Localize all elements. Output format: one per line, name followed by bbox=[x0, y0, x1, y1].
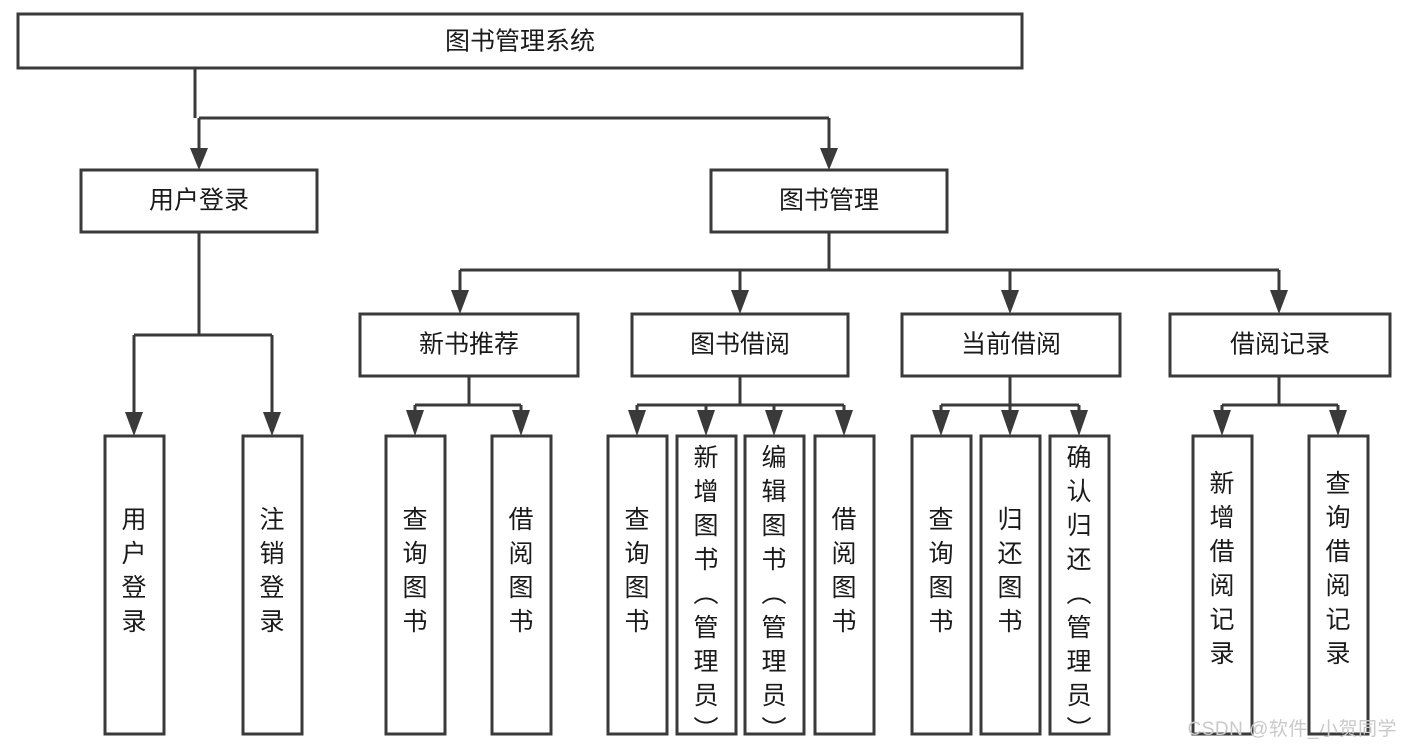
arrowhead-leaf-query-book-2 bbox=[628, 410, 646, 436]
node-new-book-recommend-box[interactable] bbox=[358, 312, 580, 378]
arrowhead-borrow-record bbox=[1270, 290, 1288, 314]
node-leaf-logout[interactable]: 注销登录 bbox=[241, 434, 304, 736]
node-leaf-query-book-3[interactable]: 查询图书 bbox=[910, 434, 973, 736]
node-book-borrow-label: 图书借阅 bbox=[690, 331, 790, 359]
arrowhead-leaf-add-record bbox=[1213, 410, 1231, 436]
node-leaf-query-book-1-box[interactable] bbox=[384, 434, 447, 736]
arrowhead-leaf-query-record bbox=[1329, 410, 1347, 436]
node-current-borrow[interactable]: 当前借阅 bbox=[900, 312, 1122, 378]
connector-borrow-record-to-leaves bbox=[1213, 376, 1347, 436]
connector-book-borrow-to-leaves bbox=[628, 376, 853, 436]
node-leaf-add-record-box[interactable] bbox=[1191, 434, 1254, 736]
arrowhead-leaf-query-book-3 bbox=[932, 410, 950, 436]
node-leaf-query-book-2-box[interactable] bbox=[606, 434, 669, 736]
arrowhead-leaf-borrow-book-2 bbox=[835, 410, 853, 436]
node-leaf-query-book-1[interactable]: 查询图书 bbox=[384, 434, 447, 736]
node-leaf-query-record-label: 查询借阅记录 bbox=[1325, 470, 1350, 668]
arrowhead-book-borrow bbox=[731, 290, 749, 314]
node-leaf-borrow-book-2-box[interactable] bbox=[813, 434, 876, 736]
node-leaf-edit-book-box[interactable] bbox=[743, 434, 806, 736]
node-leaf-confirm-return-box[interactable] bbox=[1048, 434, 1111, 736]
node-book-borrow[interactable]: 图书借阅 bbox=[630, 312, 850, 378]
node-user-login-box[interactable] bbox=[79, 168, 319, 234]
node-leaf-return-book-box[interactable] bbox=[979, 434, 1042, 736]
node-leaf-borrow-book-1-box[interactable] bbox=[490, 434, 553, 736]
node-leaf-query-book-3-label: 查询图书 bbox=[928, 506, 953, 636]
node-book-management-box[interactable] bbox=[709, 168, 949, 234]
node-leaf-query-record-box[interactable] bbox=[1307, 434, 1370, 736]
connector-user-login-to-leaves bbox=[125, 232, 281, 436]
node-leaf-return-book[interactable]: 归还图书 bbox=[979, 434, 1042, 736]
node-current-borrow-label: 当前借阅 bbox=[961, 331, 1061, 359]
node-leaf-borrow-book-1[interactable]: 借阅图书 bbox=[490, 434, 553, 736]
node-leaf-query-book-1-label: 查询图书 bbox=[402, 506, 427, 636]
connector-current-borrow-to-leaves bbox=[932, 376, 1088, 436]
node-leaf-confirm-return-label: 确认归还︵管理员︶ bbox=[1066, 444, 1091, 744]
node-leaf-add-record[interactable]: 新增借阅记录 bbox=[1191, 434, 1254, 736]
node-leaf-logout-box[interactable] bbox=[241, 434, 304, 736]
connector-root-to-level2 bbox=[190, 68, 838, 170]
node-book-management[interactable]: 图书管理 bbox=[709, 168, 949, 234]
node-leaf-user-login-box[interactable] bbox=[103, 434, 166, 736]
node-root-label: 图书管理系统 bbox=[445, 28, 595, 56]
arrowhead-leaf-borrow-book-1 bbox=[512, 410, 530, 436]
node-new-book-recommend[interactable]: 新书推荐 bbox=[358, 312, 580, 378]
node-new-book-recommend-label: 新书推荐 bbox=[419, 331, 519, 359]
node-leaf-query-book-3-box[interactable] bbox=[910, 434, 973, 736]
node-leaf-user-login[interactable]: 用户登录 bbox=[103, 434, 166, 736]
node-user-login-label: 用户登录 bbox=[149, 187, 249, 215]
node-leaf-borrow-book-2[interactable]: 借阅图书 bbox=[813, 434, 876, 736]
node-leaf-query-book-2-label: 查询图书 bbox=[624, 506, 649, 636]
node-leaf-edit-book-label: 编辑图书︵管理员︶ bbox=[761, 444, 786, 744]
node-borrow-record-box[interactable] bbox=[1168, 312, 1392, 378]
arrowhead-user-login bbox=[190, 148, 208, 170]
node-current-borrow-box[interactable] bbox=[900, 312, 1122, 378]
node-leaf-add-record-label: 新增借阅记录 bbox=[1209, 470, 1234, 668]
connector-book-management-to-level3 bbox=[451, 232, 1288, 314]
node-leaf-borrow-book-1-label: 借阅图书 bbox=[508, 506, 533, 636]
arrowhead-leaf-return-book bbox=[1001, 410, 1019, 436]
node-leaf-edit-book[interactable]: 编辑图书︵管理员︶ bbox=[743, 434, 806, 744]
arrowhead-leaf-logout bbox=[263, 412, 281, 436]
node-user-login[interactable]: 用户登录 bbox=[79, 168, 319, 234]
node-root[interactable]: 图书管理系统 bbox=[16, 12, 1024, 70]
arrowhead-leaf-confirm-return bbox=[1070, 410, 1088, 436]
node-root-box[interactable] bbox=[16, 12, 1024, 70]
node-book-management-label: 图书管理 bbox=[779, 187, 879, 215]
node-leaf-add-book-box[interactable] bbox=[675, 434, 738, 736]
arrowhead-new-book-recommend bbox=[451, 290, 469, 314]
arrowhead-current-borrow bbox=[1001, 290, 1019, 314]
node-borrow-record[interactable]: 借阅记录 bbox=[1168, 312, 1392, 378]
node-leaf-return-book-label: 归还图书 bbox=[997, 506, 1022, 636]
node-leaf-confirm-return[interactable]: 确认归还︵管理员︶ bbox=[1048, 434, 1111, 744]
node-leaf-add-book[interactable]: 新增图书︵管理员︶ bbox=[675, 434, 738, 744]
connector-new-book-recommend-to-leaves bbox=[406, 376, 530, 436]
node-book-borrow-box[interactable] bbox=[630, 312, 850, 378]
arrowhead-leaf-edit-book bbox=[765, 410, 783, 436]
node-borrow-record-label: 借阅记录 bbox=[1230, 331, 1330, 359]
node-leaf-add-book-label: 新增图书︵管理员︶ bbox=[693, 444, 718, 744]
node-leaf-user-login-label: 用户登录 bbox=[121, 506, 146, 636]
arrowhead-book-management bbox=[820, 148, 838, 170]
arrowhead-leaf-user-login bbox=[125, 412, 143, 436]
node-leaf-query-record[interactable]: 查询借阅记录 bbox=[1307, 434, 1370, 736]
arrowhead-leaf-add-book bbox=[697, 410, 715, 436]
node-leaf-borrow-book-2-label: 借阅图书 bbox=[831, 506, 856, 636]
arrowhead-leaf-query-book-1 bbox=[406, 410, 424, 436]
node-leaf-query-book-2[interactable]: 查询图书 bbox=[606, 434, 669, 736]
node-leaf-logout-label: 注销登录 bbox=[259, 506, 284, 636]
